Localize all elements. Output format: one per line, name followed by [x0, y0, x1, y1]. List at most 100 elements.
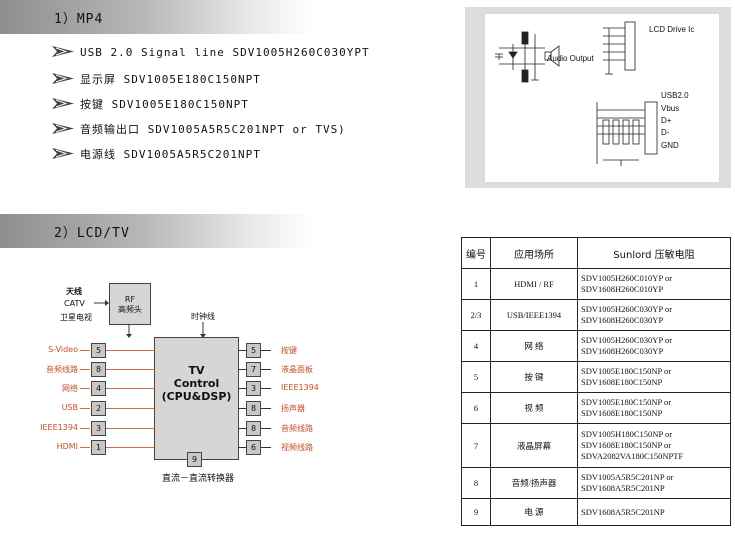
input-port-label: HDMI [56, 442, 78, 451]
signal-line [106, 447, 154, 448]
output-port-label: 扬声器 [281, 404, 305, 413]
signal-line [261, 350, 271, 351]
part-number: SDV1608H260C030YP [581, 346, 664, 356]
row-application: 音频/扬声器 [490, 467, 578, 499]
mp4-list-item: USB 2.0 Signal line SDV1005H260C030YPT [52, 46, 370, 59]
signal-line [106, 428, 154, 429]
signal-line [238, 428, 246, 429]
input-port-label: S-Video [48, 345, 78, 354]
mp4-list-item-text: 音频输出口 SDV1005A5R5C201NPT or TVS) [80, 123, 346, 136]
output-port-box: 8 [246, 421, 261, 436]
header-application: 应用场所 [490, 237, 578, 269]
arrow-bullet-icon [52, 98, 74, 109]
section-title-lcd: 2）LCD/TV [54, 226, 130, 241]
row-application: 网 络 [490, 330, 578, 362]
row-application: 液晶屏幕 [490, 423, 578, 468]
row-number: 2/3 [461, 299, 491, 331]
mp4-list-item: 按键 SDV1005E180C150NPT [52, 96, 249, 112]
part-number: SDV1608E180C150NP [581, 408, 663, 418]
section-banner-mp4: 1）MP4 [0, 0, 315, 34]
rf-tuner-box [109, 283, 151, 325]
signal-line [261, 369, 271, 370]
antenna-label: 天线 [66, 287, 82, 296]
tv-control-label: TV Control (CPU&DSP) [161, 364, 232, 403]
pin-gnd: GND [661, 141, 679, 150]
signal-line [106, 408, 154, 409]
part-number: SDV1005H260C030YP or [581, 304, 673, 314]
signal-line [80, 350, 90, 351]
part-number: SDV1608E180C150NP or [581, 440, 672, 450]
satellite-label: 卫星电视 [60, 313, 92, 322]
input-port-label: 网络 [62, 384, 78, 393]
header-no: 编号 [461, 237, 491, 269]
signal-line [238, 408, 246, 409]
row-number: 1 [461, 268, 491, 300]
schematic-drawing [495, 21, 658, 166]
row-number: 5 [461, 361, 491, 393]
signal-line [106, 350, 154, 351]
output-port-box: 8 [246, 401, 261, 416]
output-port-box: 5 [246, 343, 261, 358]
input-port-box: 4 [91, 381, 106, 396]
part-number: SDV1005H180C150NP or [581, 429, 673, 439]
part-number: SDV1005E180C150NP or [581, 366, 672, 376]
mp4-list-item-text: 显示屏 SDV1005E180C150NPT [80, 73, 261, 86]
signal-line [80, 428, 90, 429]
arrow-bullet-icon [52, 46, 74, 57]
pin-dplus: D+ [661, 116, 672, 125]
part-number: SDV1608H260C030YP [581, 315, 664, 325]
output-port-box: 7 [246, 362, 261, 377]
part-number: SDV1005H260C010YP or [581, 273, 673, 283]
mp4-list-item-text: 按键 SDV1005E180C150NPT [80, 98, 249, 111]
mp4-schematic: Audio Output LCD Drive Ic USB2.0 Vbus D+… [465, 7, 731, 188]
signal-line [238, 388, 246, 389]
section-banner-lcd: 2）LCD/TV [0, 214, 315, 248]
signal-line [80, 408, 90, 409]
dcdc-port-box: 9 [187, 452, 202, 467]
signal-line [261, 388, 271, 389]
rf-tuner-label: RF 高频头 [118, 295, 142, 314]
signal-line [80, 369, 90, 370]
lcd-drive-label: LCD Drive Ic [649, 25, 695, 34]
input-port-box: 1 [91, 440, 106, 455]
pin-vbus: Vbus [661, 104, 680, 113]
row-part-numbers: SDV1608A5R5C201NP [577, 498, 731, 526]
section-title-mp4: 1）MP4 [54, 12, 104, 27]
signal-line [80, 388, 90, 389]
row-number: 6 [461, 392, 491, 424]
signal-line [261, 428, 271, 429]
arrow-bullet-icon [52, 148, 74, 159]
signal-line [261, 447, 271, 448]
row-application: 视 频 [490, 392, 578, 424]
header-sunlord: Sunlord 压敏电阻 [577, 237, 731, 269]
part-number: SDVA2082VA180C150NPTF [581, 451, 684, 461]
output-port-label: 按键 [281, 346, 297, 355]
table-header-row: 编号 应用场所 Sunlord 压敏电阻 [461, 237, 731, 269]
signal-line [106, 369, 154, 370]
clock-line-label: 时钟线 [191, 312, 215, 321]
input-port-box: 8 [91, 362, 106, 377]
signal-line [238, 447, 246, 448]
audio-output-label: Audio Output [547, 54, 594, 63]
signal-line [261, 408, 271, 409]
mp4-list-item-text: 电源线 SDV1005A5R5C201NPT [80, 148, 261, 161]
signal-line [238, 350, 246, 351]
row-number: 8 [461, 467, 491, 499]
input-port-box: 5 [91, 343, 106, 358]
mp4-list-item: 电源线 SDV1005A5R5C201NPT [52, 146, 261, 162]
row-number: 4 [461, 330, 491, 362]
schematic-canvas: Audio Output LCD Drive Ic USB2.0 Vbus D+… [485, 14, 719, 182]
